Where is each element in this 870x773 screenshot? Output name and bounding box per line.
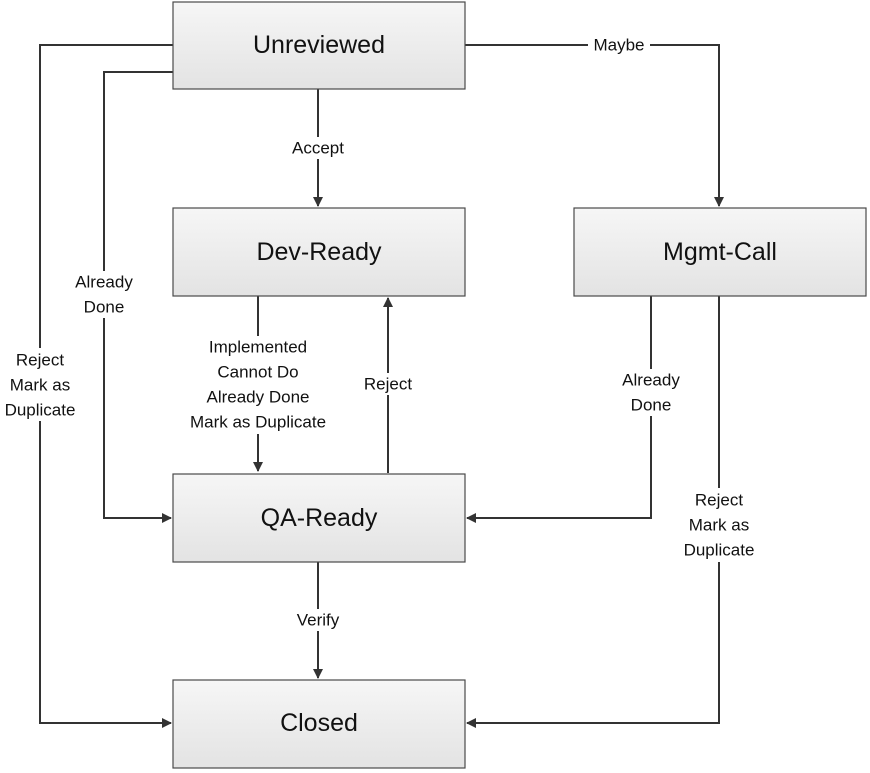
- already-label: Already: [622, 371, 680, 390]
- duplicate-label: Duplicate: [684, 541, 755, 560]
- edge-label-verify: Verify: [288, 609, 348, 631]
- mark-as-label: Mark as: [10, 376, 70, 395]
- reject-label: Reject: [16, 351, 64, 370]
- edge-label-left-reject: Reject Mark as Duplicate: [1, 348, 81, 421]
- already-done-label: Already Done: [206, 388, 309, 407]
- maybe-label: Maybe: [593, 36, 644, 55]
- mark-as-label: Mark as: [689, 516, 749, 535]
- state-unreviewed-label: Unreviewed: [253, 31, 385, 59]
- reject-label: Reject: [695, 491, 743, 510]
- state-closed: Closed: [172, 679, 466, 769]
- implemented-label: Implemented: [209, 338, 307, 357]
- state-unreviewed: Unreviewed: [172, 1, 466, 90]
- done-label: Done: [631, 396, 672, 415]
- edge-label-mgmt-reject: Reject Mark as Duplicate: [677, 488, 763, 562]
- state-qa-ready: QA-Ready: [172, 473, 466, 563]
- done-label: Done: [84, 298, 125, 317]
- edge-label-mgmt-already-done: Already Done: [614, 369, 688, 416]
- verify-label: Verify: [297, 611, 340, 630]
- edge-unreviewed-to-mgmt-call-maybe: [465, 44, 724, 207]
- edge-label-qa-reject: Reject: [357, 373, 419, 395]
- state-mgmt-call-label: Mgmt-Call: [663, 238, 777, 266]
- duplicate-label: Duplicate: [5, 401, 76, 420]
- already-label: Already: [75, 273, 133, 292]
- accept-label: Accept: [292, 139, 344, 158]
- state-dev-ready: Dev-Ready: [172, 207, 466, 297]
- state-dev-ready-label: Dev-Ready: [256, 238, 382, 266]
- edge-mgmt-call-to-closed-reject: [466, 296, 720, 728]
- reject-label: Reject: [364, 375, 412, 394]
- state-qa-ready-label: QA-Ready: [261, 504, 378, 532]
- edge-label-maybe: Maybe: [588, 35, 650, 56]
- edge-label-accept: Accept: [286, 137, 350, 159]
- cannot-do-label: Cannot Do: [217, 363, 298, 382]
- state-mgmt-call: Mgmt-Call: [573, 207, 867, 297]
- mark-as-duplicate-label: Mark as Duplicate: [190, 413, 326, 432]
- edge-label-left-already-done: Already Done: [69, 271, 139, 318]
- edge-label-dev-to-qa: Implemented Cannot Do Already Done Mark …: [180, 336, 336, 434]
- state-closed-label: Closed: [280, 709, 358, 737]
